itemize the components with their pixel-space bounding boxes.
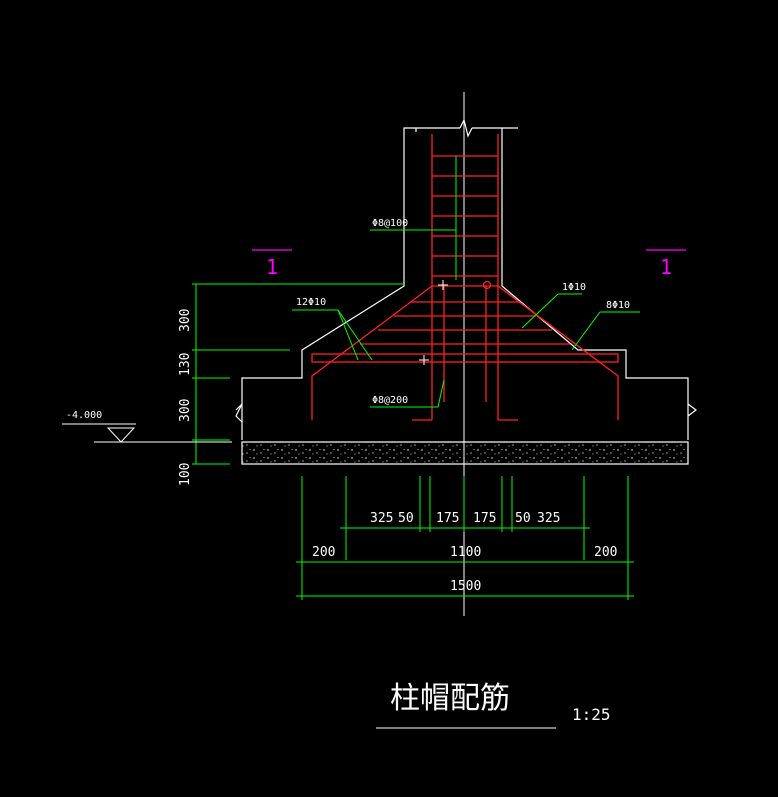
vdim-130: 130: [178, 353, 193, 376]
cross-markers: [419, 280, 448, 365]
hdim-row1-325-left: 325: [370, 511, 393, 526]
hdim-row1-175-left: 175: [436, 511, 459, 526]
label-column-stirrup: Φ8@100: [372, 218, 408, 229]
elevation-label: -4.000: [66, 410, 102, 421]
hdim-row1-325-right: 325: [537, 511, 560, 526]
hdim-row1-175-right: 175: [473, 511, 496, 526]
label-corner-bar: 1Φ10: [562, 282, 586, 293]
label-cap-bars: 12Φ10: [296, 297, 326, 308]
drawing-title: 柱帽配筋: [390, 681, 510, 716]
label-side-bars: 8Φ10: [606, 300, 630, 311]
label-base-stirrup: Φ8@200: [372, 395, 408, 406]
hdim-row1-50-left: 50: [398, 511, 414, 526]
cushion-layer: [241, 441, 689, 465]
elevation-marker: [62, 423, 232, 443]
vdim-100: 100: [178, 463, 193, 486]
section-mark-right: 1: [660, 255, 672, 279]
concrete-outline: [235, 118, 697, 440]
vdim-300-bottom: 300: [178, 399, 193, 422]
hdim-row2-200-left: 200: [312, 545, 335, 560]
hdim-row3-1500: 1500: [450, 579, 481, 594]
dimension-lines: [192, 156, 640, 600]
hdim-row2-1100: 1100: [450, 545, 481, 560]
rebar-group: [311, 134, 619, 421]
drawing-scale: 1:25: [572, 705, 611, 724]
hdim-row1-50-right: 50: [515, 511, 531, 526]
section-mark-left: 1: [266, 255, 278, 279]
hdim-row2-200-right: 200: [594, 545, 617, 560]
vdim-300-top: 300: [178, 309, 193, 332]
